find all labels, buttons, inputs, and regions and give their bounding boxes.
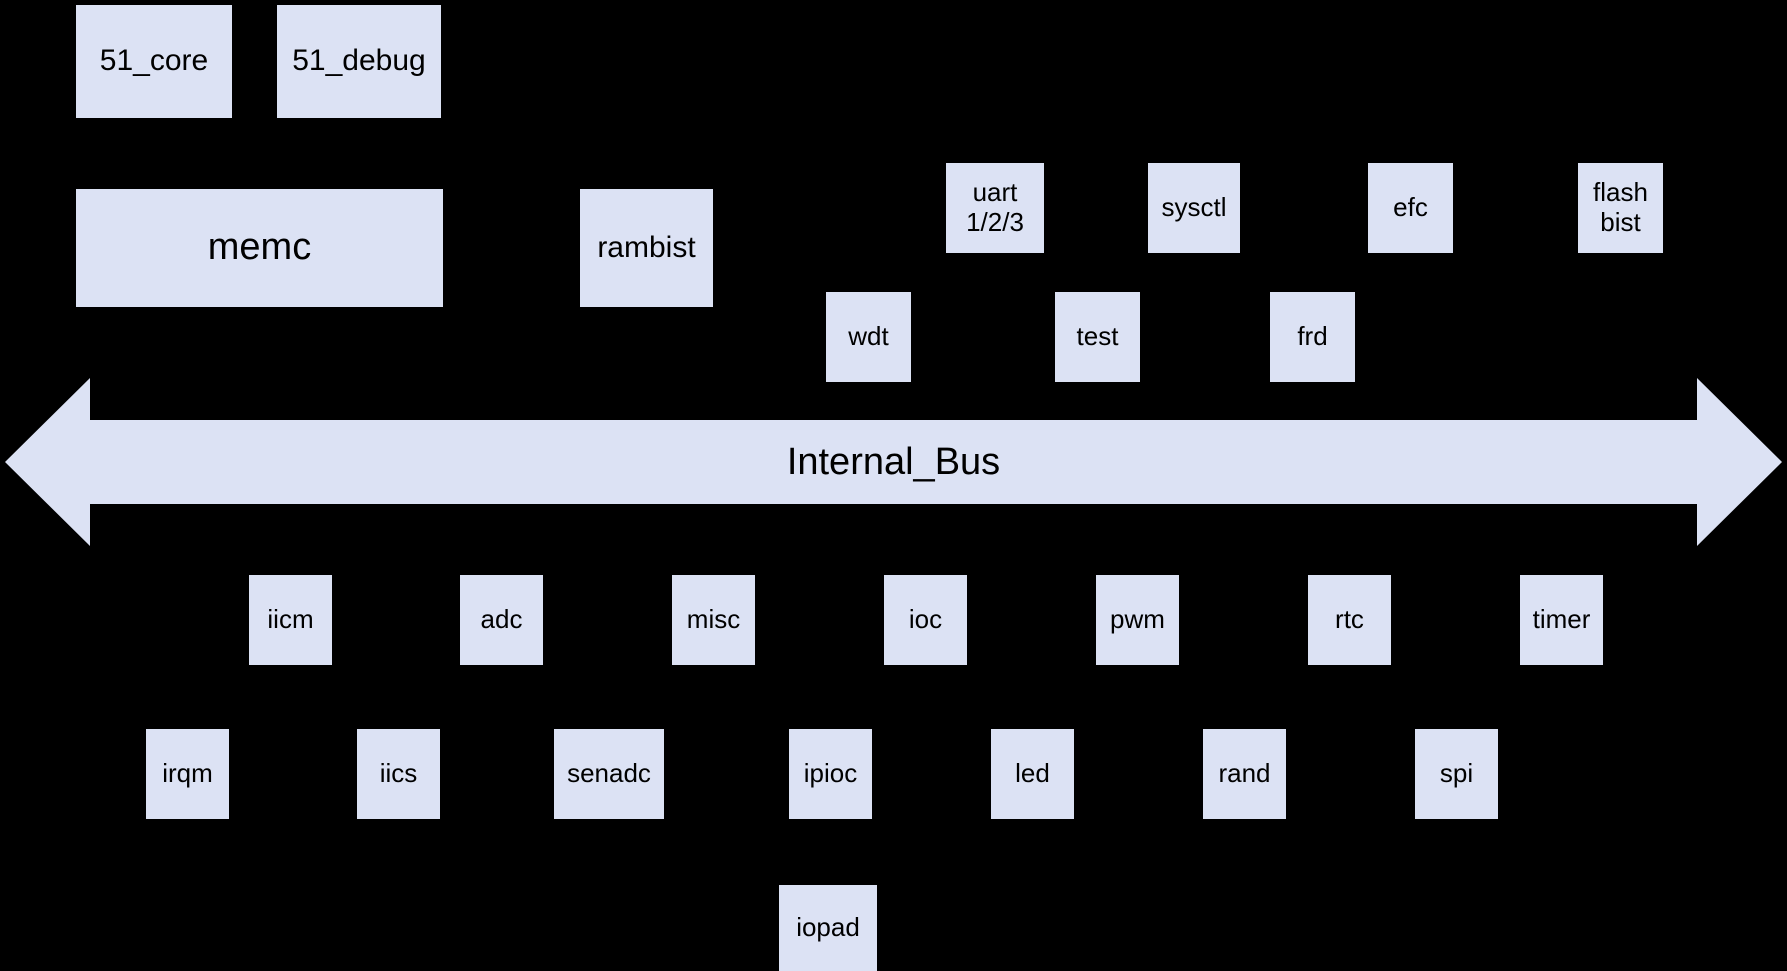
block-iicm[interactable]: iicm	[249, 575, 332, 665]
block-ipioc[interactable]: ipioc	[789, 729, 872, 819]
block-misc[interactable]: misc	[672, 575, 755, 665]
block-ioc[interactable]: ioc	[884, 575, 967, 665]
block-rtc[interactable]: rtc	[1308, 575, 1391, 665]
block-flash_bist[interactable]: flash bist	[1578, 163, 1663, 253]
block-memc[interactable]: memc	[76, 189, 443, 307]
block-sysctl[interactable]: sysctl	[1148, 163, 1240, 253]
block-rambist[interactable]: rambist	[580, 189, 713, 307]
block-iics[interactable]: iics	[357, 729, 440, 819]
block-spi[interactable]: spi	[1415, 729, 1498, 819]
internal-bus-arrow[interactable]	[0, 376, 1787, 548]
internal-bus-label: Internal_Bus	[786, 440, 1001, 483]
block-iopad[interactable]: iopad	[779, 885, 877, 971]
block-pwm[interactable]: pwm	[1096, 575, 1179, 665]
block-led[interactable]: led	[991, 729, 1074, 819]
block-irqm[interactable]: irqm	[146, 729, 229, 819]
block-efc[interactable]: efc	[1368, 163, 1453, 253]
block-senadc[interactable]: senadc	[554, 729, 664, 819]
block-frd[interactable]: frd	[1270, 292, 1355, 382]
block-test[interactable]: test	[1055, 292, 1140, 382]
block-uart[interactable]: uart 1/2/3	[946, 163, 1044, 253]
bus-arrow-shape	[5, 378, 1782, 546]
block-wdt[interactable]: wdt	[826, 292, 911, 382]
block-rand[interactable]: rand	[1203, 729, 1286, 819]
block-51_debug[interactable]: 51_debug	[277, 5, 441, 118]
block-adc[interactable]: adc	[460, 575, 543, 665]
block-timer[interactable]: timer	[1520, 575, 1603, 665]
block-51_core[interactable]: 51_core	[76, 5, 232, 118]
